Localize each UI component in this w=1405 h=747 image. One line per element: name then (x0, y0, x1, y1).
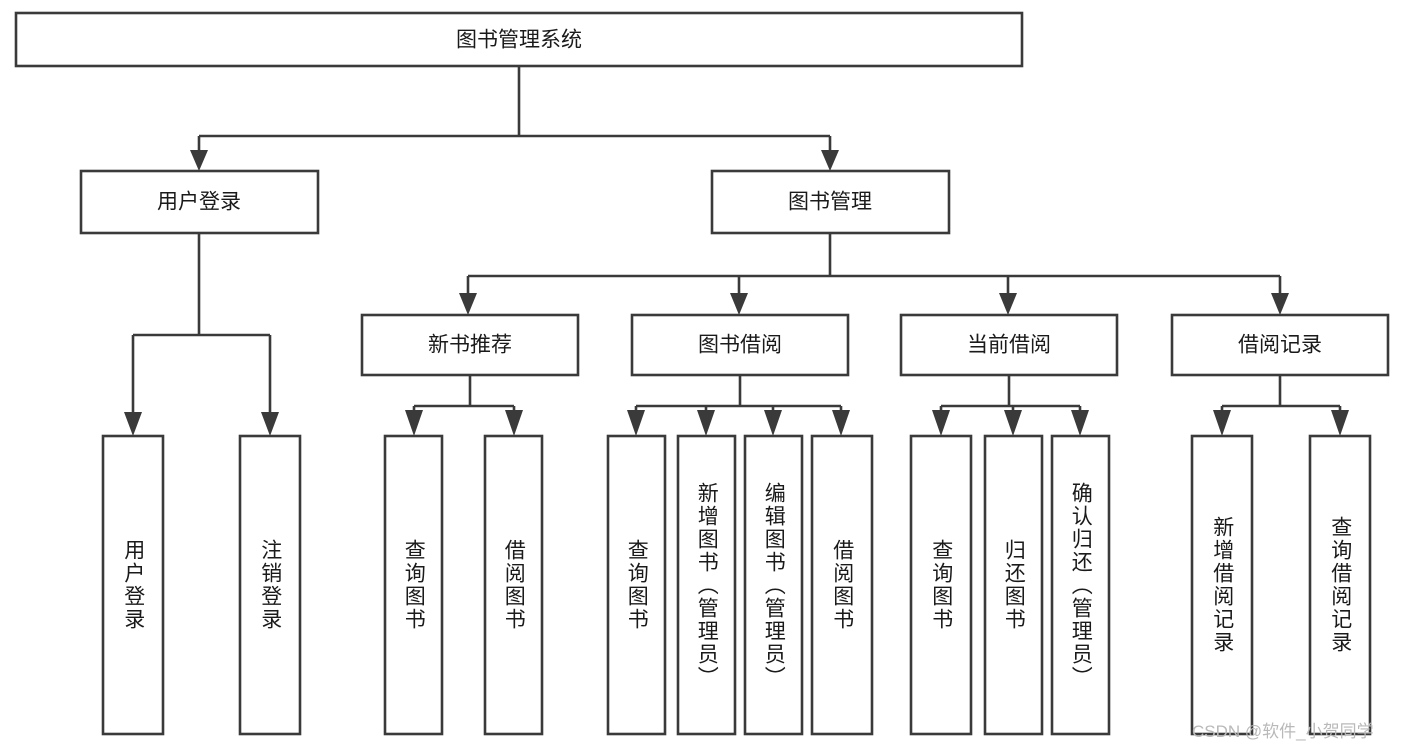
leaf-borrow-book-1-box[interactable] (483, 434, 544, 736)
arrow-to-leaf-logout (261, 412, 279, 436)
arrow-to-current-borrow (999, 293, 1017, 315)
arrow-to-borrow-record (1271, 293, 1289, 315)
connector-layer (124, 66, 1349, 436)
node-root[interactable]: 图书管理系统 (14, 11, 1024, 68)
node-book-mgmt[interactable]: 图书管理 (710, 169, 951, 235)
node-book-mgmt-label: 图书管理 (788, 191, 872, 214)
node-book-borrow[interactable]: 图书借阅 (630, 313, 850, 377)
arrow-to-leaf-add-record (1213, 410, 1231, 436)
node-root-label: 图书管理系统 (456, 29, 582, 52)
leaf-query-record-box[interactable] (1308, 434, 1372, 736)
leaf-box-layer (101, 434, 1372, 736)
leaf-user-login-box[interactable] (101, 434, 165, 736)
leaf-logout-box[interactable] (238, 434, 302, 736)
arrow-to-leaf-edit-book (764, 410, 782, 436)
leaf-query-book-3-box[interactable] (909, 434, 973, 736)
leaf-borrow-book-2-box[interactable] (810, 434, 874, 736)
node-book-mgmt-box[interactable] (710, 169, 951, 235)
node-borrow-record-label: 借阅记录 (1238, 334, 1322, 357)
arrow-to-book-mgmt (821, 150, 839, 171)
node-current-borrow[interactable]: 当前借阅 (899, 313, 1119, 377)
arrow-to-leaf-add-book (697, 410, 715, 436)
csdn-watermark: CSDN @软件_小贺同学 (1192, 722, 1374, 741)
arrow-to-leaf-confirm-return (1071, 410, 1089, 436)
arrow-to-leaf-borrow-book-2 (832, 410, 850, 436)
node-borrow-record-box[interactable] (1170, 313, 1390, 377)
leaf-add-record-box[interactable] (1190, 434, 1254, 736)
leaf-query-book-2-box[interactable] (606, 434, 667, 736)
node-current-borrow-label: 当前借阅 (967, 334, 1051, 357)
node-layer: 图书管理系统 用户登录 图书管理 新书推荐 图书借阅 (14, 11, 1390, 736)
arrow-to-leaf-query-book-3 (932, 410, 950, 436)
node-book-borrow-box[interactable] (630, 313, 850, 377)
leaf-return-book-box[interactable] (983, 434, 1044, 736)
node-user-login-label: 用户登录 (157, 191, 241, 214)
arrow-to-leaf-query-book-1 (405, 410, 423, 436)
arrow-to-new-book-rec (459, 293, 477, 315)
arrow-to-leaf-user-login (124, 412, 142, 436)
node-new-book-rec[interactable]: 新书推荐 (360, 313, 580, 377)
leaf-query-book-1-box[interactable] (383, 434, 444, 736)
node-user-login[interactable]: 用户登录 (79, 169, 320, 235)
leaf-confirm-return-box[interactable] (1050, 434, 1111, 736)
node-borrow-record[interactable]: 借阅记录 (1170, 313, 1390, 377)
node-root-box[interactable] (14, 11, 1024, 68)
node-current-borrow-box[interactable] (899, 313, 1119, 377)
node-new-book-rec-label: 新书推荐 (428, 334, 512, 357)
arrow-to-leaf-borrow-book-1 (505, 410, 523, 436)
leaf-edit-book-box[interactable] (743, 434, 804, 736)
arrow-to-user-login (190, 150, 208, 171)
node-new-book-rec-box[interactable] (360, 313, 580, 377)
node-user-login-box[interactable] (79, 169, 320, 235)
leaf-add-book-box[interactable] (676, 434, 737, 736)
arrow-to-leaf-query-book-2 (627, 410, 645, 436)
arrow-to-book-borrow (730, 293, 748, 315)
arrow-to-leaf-return-book (1004, 410, 1022, 436)
arrow-to-leaf-query-record (1331, 410, 1349, 436)
node-book-borrow-label: 图书借阅 (698, 334, 782, 357)
